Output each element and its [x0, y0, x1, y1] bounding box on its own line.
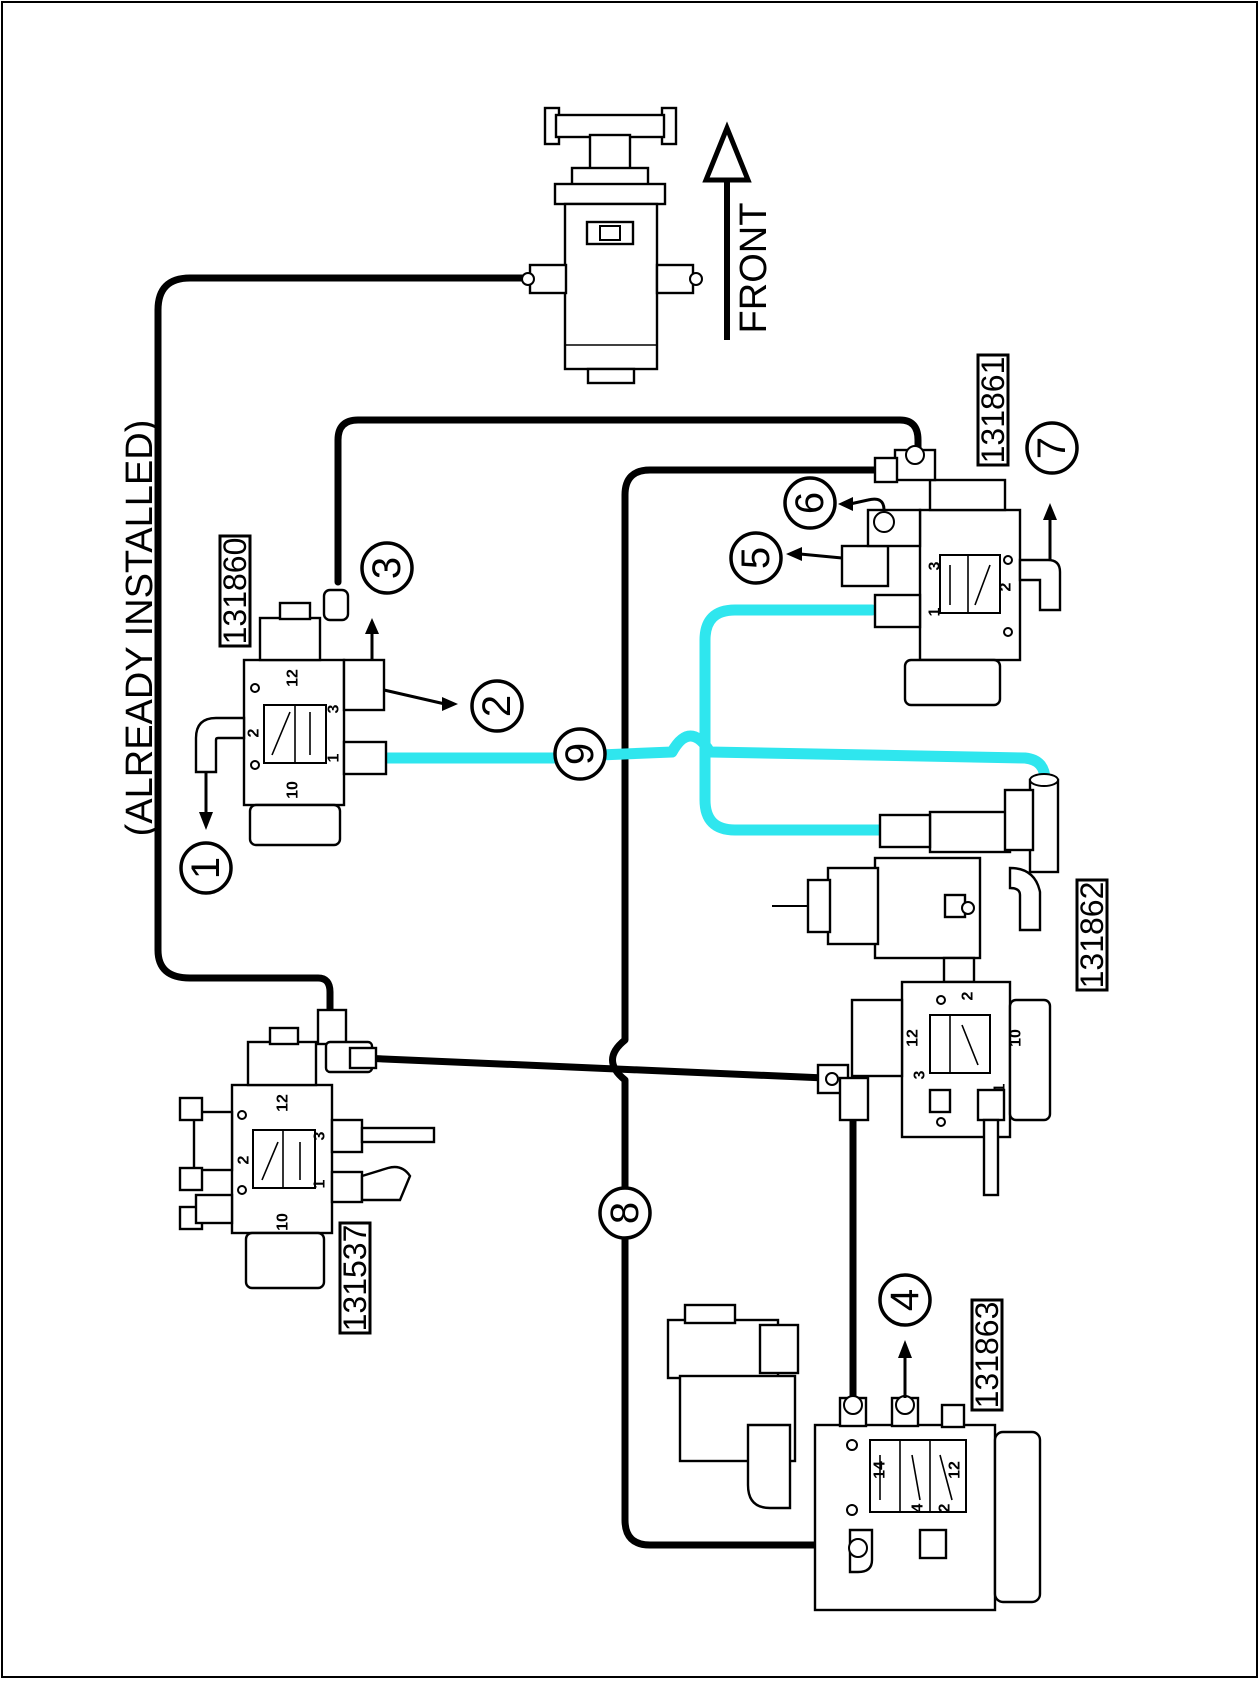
port-1-label: 1 [326, 753, 343, 762]
valve-131862: 2 12 10 3 1 [772, 773, 1060, 1197]
port-3-label-d: 3 [312, 1131, 329, 1140]
tube-131537-to-131862 [358, 1054, 829, 1082]
port-10-label-d: 10 [275, 1213, 292, 1231]
callout-8: 8 [598, 1186, 652, 1240]
tube-9-a [379, 730, 1051, 806]
front-label: FRONT [733, 203, 775, 334]
port-1-label-c: 1 [992, 1083, 1009, 1092]
port-12-label: 12 [285, 669, 302, 687]
port-1-label-b: 1 [927, 607, 944, 616]
tube-already-installed [154, 274, 527, 1014]
port-2-label: 2 [246, 728, 263, 737]
callout-1: 1 [179, 841, 233, 895]
callout-6-text: 6 [788, 492, 832, 514]
callout-9-text: 9 [558, 743, 602, 765]
callout-4-text: 4 [883, 1289, 927, 1311]
tube-9-b [699, 604, 886, 836]
callout-8-text: 8 [603, 1202, 647, 1224]
port-4-label: 4 [910, 1503, 927, 1512]
tube-8 [609, 466, 884, 1549]
port-3-label: 3 [326, 704, 343, 713]
port-12-label-e: 12 [947, 1461, 964, 1479]
callout-1-text: 1 [184, 857, 228, 879]
pn-131860: 131860 [217, 538, 253, 645]
port-3-label-b: 3 [927, 561, 944, 570]
port-2-label-c: 2 [960, 991, 977, 1000]
callout-3-text: 3 [365, 557, 409, 579]
pn-131537: 131537 [337, 1225, 373, 1332]
port-1-label-d: 1 [312, 1179, 329, 1188]
port-2-label-b: 2 [998, 582, 1015, 591]
pn-box-131537 [338, 1221, 372, 1335]
callout-7-text: 7 [1030, 437, 1074, 459]
port-2-label-d: 2 [236, 1155, 253, 1164]
pn-131862: 131862 [1074, 882, 1110, 989]
port-2-label-e: 2 [937, 1503, 954, 1512]
pn-box-131860 [218, 534, 252, 648]
pn-131863: 131863 [969, 1302, 1005, 1409]
front-arrow: FRONT [702, 121, 775, 340]
tube-131860-to-131861 [334, 416, 922, 586]
callout-9: 9 [553, 727, 607, 781]
callout-2: 2 [470, 679, 524, 733]
valve-131863: 14 12 4 2 [666, 1303, 1042, 1612]
port-10-label: 10 [285, 781, 302, 799]
pn-131861: 131861 [975, 357, 1011, 464]
port-3-label-c: 3 [912, 1070, 929, 1079]
valve-131861: 3 1 2 [786, 445, 1062, 707]
pn-box-131863 [970, 1298, 1004, 1412]
port-12-label-c: 12 [905, 1029, 922, 1047]
pn-box-131862 [1075, 878, 1109, 992]
pn-box-131861 [976, 353, 1010, 467]
callout-2-text: 2 [475, 695, 519, 717]
port-12-label-d: 12 [275, 1094, 292, 1112]
port-10-label-c: 10 [1008, 1029, 1025, 1047]
port-14-label: 14 [872, 1461, 889, 1479]
already-installed-label: (ALREADY INSTALLED) [119, 420, 161, 837]
valve-131860: 2 3 1 12 10 [194, 588, 458, 847]
top-valve [521, 106, 703, 385]
callout-3: 3 [360, 541, 414, 595]
callout-5-text: 5 [734, 547, 778, 569]
callout-6: 6 [783, 476, 837, 530]
callout-7: 7 [1025, 421, 1079, 475]
valve-131537: 2 3 1 12 10 [178, 1008, 436, 1290]
callout-5: 5 [729, 531, 783, 585]
callout-4: 4 [878, 1273, 932, 1327]
